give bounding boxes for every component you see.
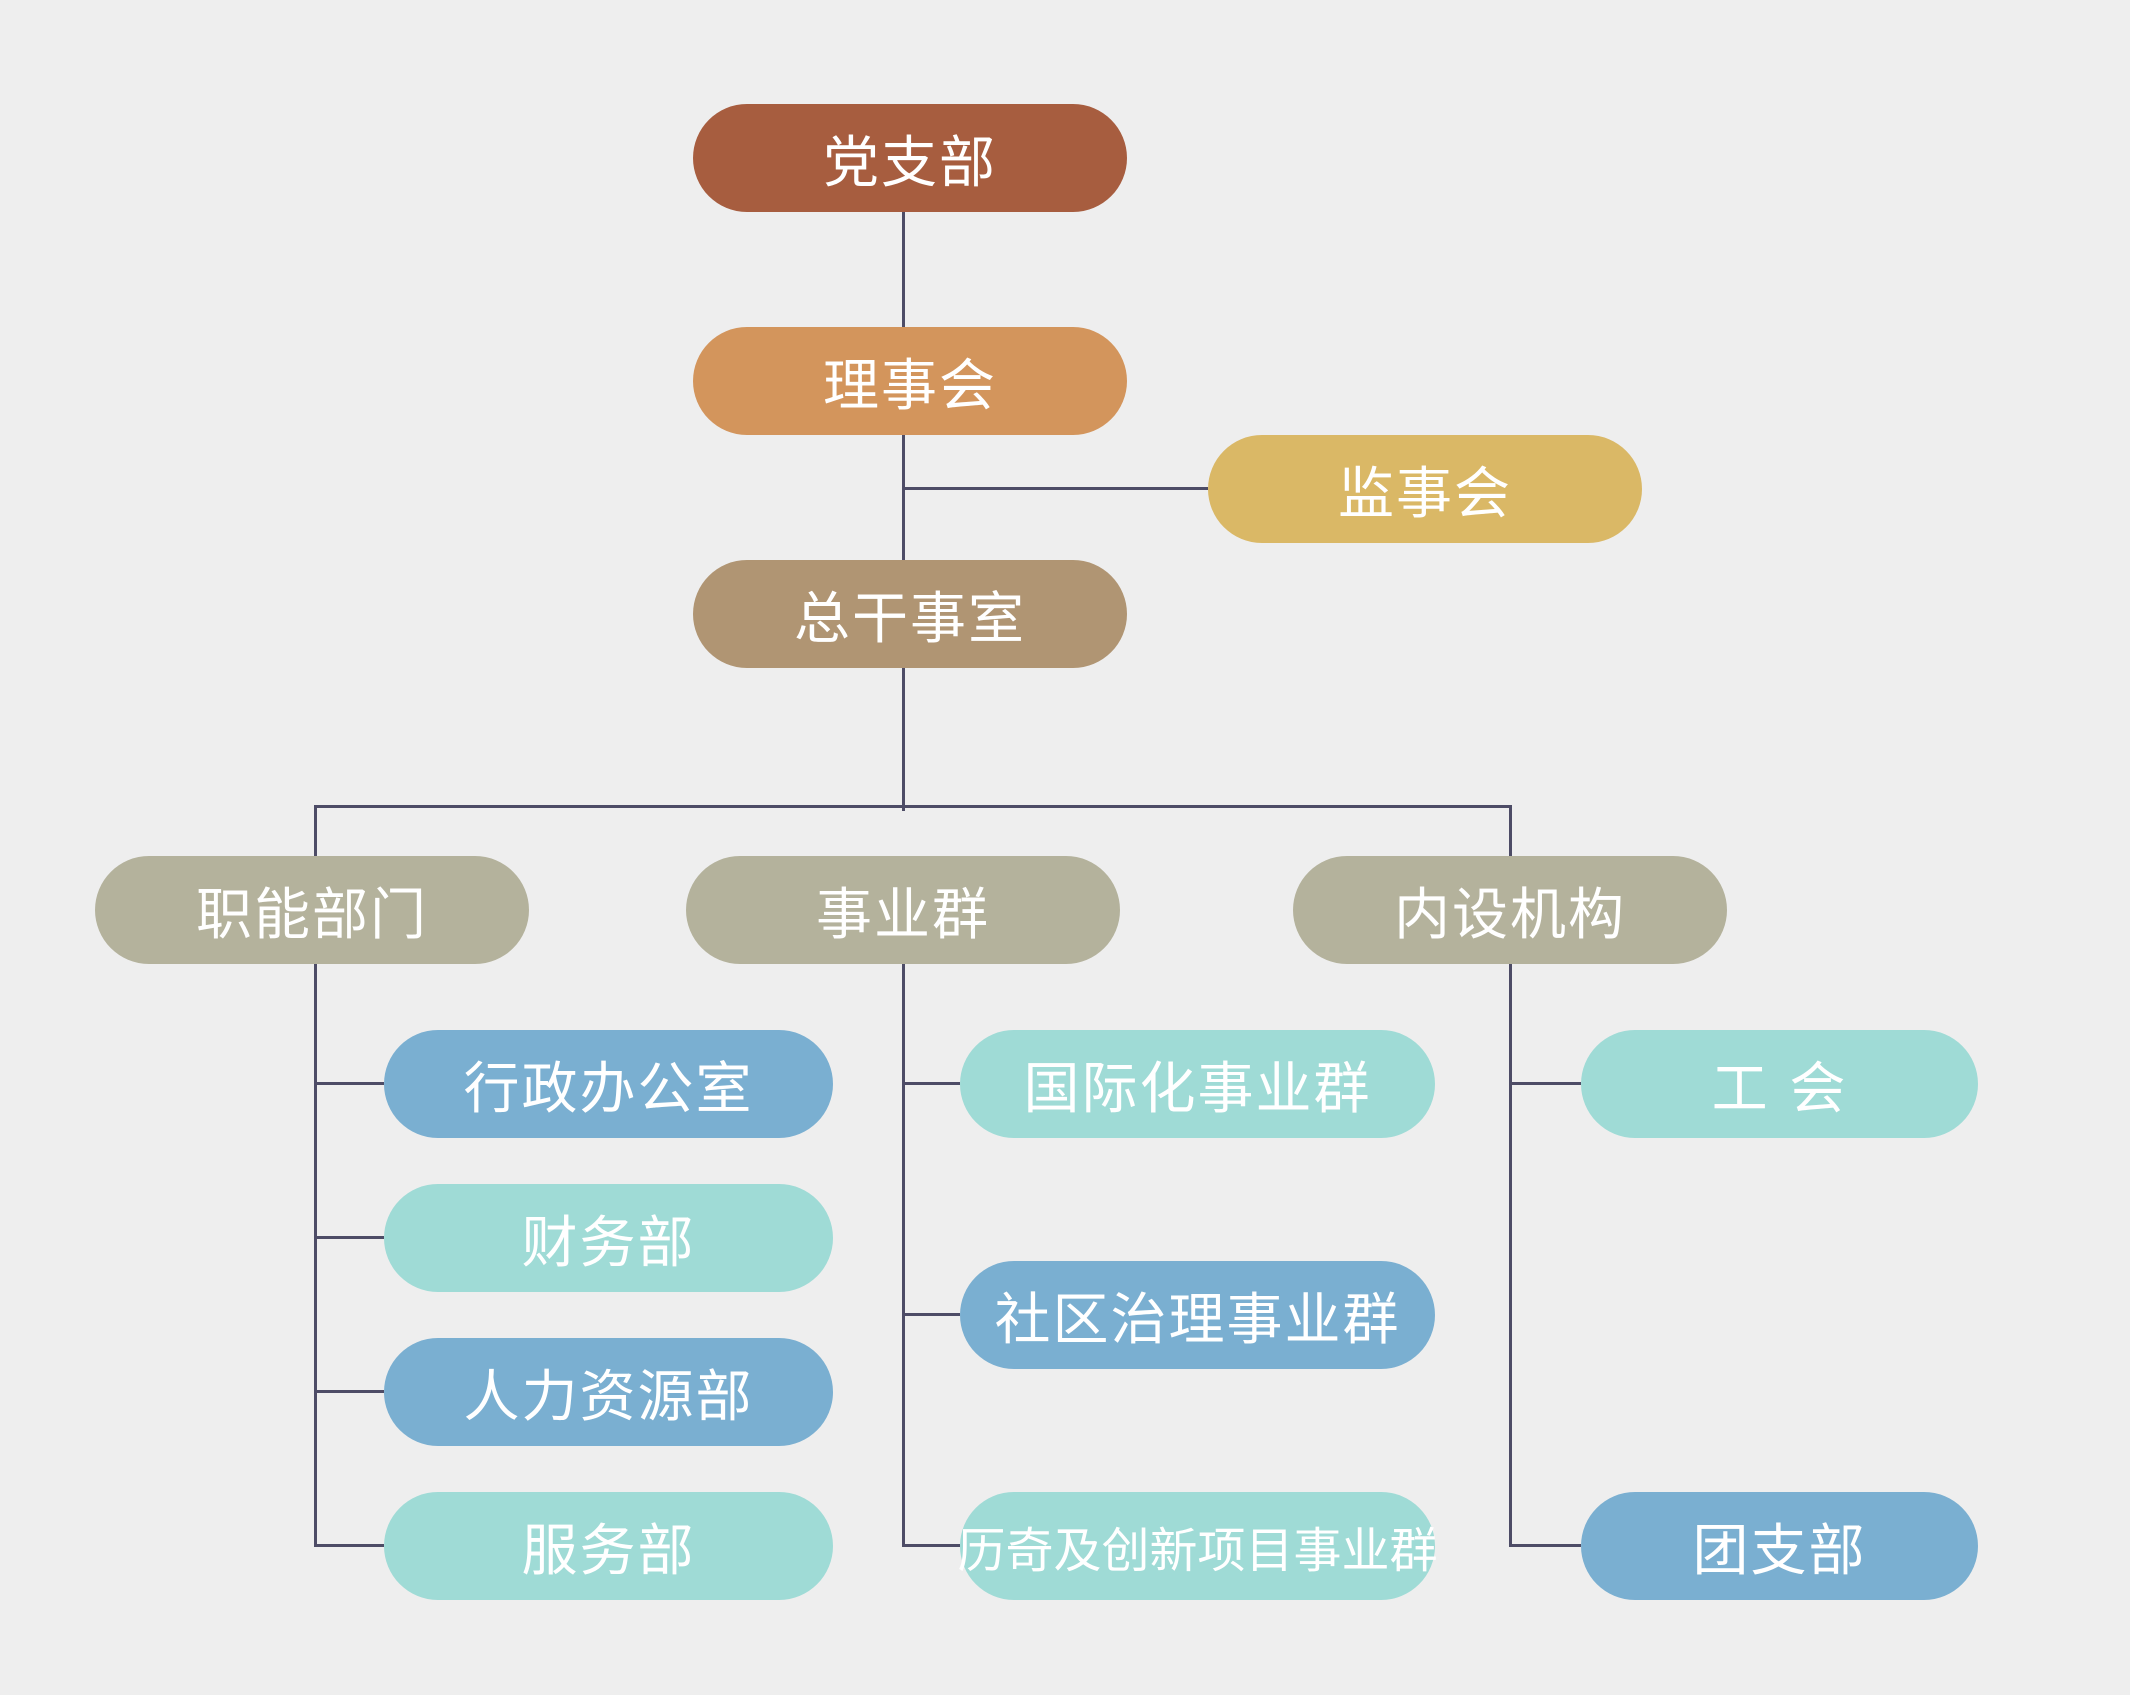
party-branch-node: 党支部 (693, 104, 1127, 212)
service-node: 服务部 (384, 1492, 833, 1600)
connector-line (1509, 1082, 1581, 1085)
finance-label: 财务部 (521, 1210, 696, 1276)
secretariat-node: 总干事室 (693, 560, 1127, 668)
functional-depts-node: 职能部门 (95, 856, 529, 964)
connector-line (903, 487, 1208, 490)
international-label: 国际化事业群 (1023, 1056, 1372, 1122)
business-groups-label: 事业群 (816, 882, 990, 948)
community-label: 社区治理事业群 (994, 1287, 1401, 1353)
functional-depts-label: 职能部门 (196, 882, 428, 948)
connector-line (314, 1544, 384, 1547)
connector-line (902, 1313, 960, 1316)
hr-node: 人力资源部 (384, 1338, 833, 1446)
connector-line (902, 211, 905, 811)
connector-line (1509, 961, 1512, 1547)
connector-line (902, 1082, 960, 1085)
connector-line (314, 961, 317, 1547)
community-node: 社区治理事业群 (960, 1261, 1435, 1369)
council-label: 理事会 (823, 353, 997, 419)
admin-office-label: 行政办公室 (463, 1056, 754, 1122)
youth-league-node: 团支部 (1581, 1492, 1978, 1600)
connector-line (314, 805, 317, 857)
finance-node: 财务部 (384, 1184, 833, 1292)
admin-office-node: 行政办公室 (384, 1030, 833, 1138)
internal-orgs-node: 内设机构 (1293, 856, 1727, 964)
party-branch-label: 党支部 (823, 130, 997, 196)
connector-line (314, 805, 1512, 808)
secretariat-label: 总干事室 (794, 586, 1026, 652)
supervisory-board-node: 监事会 (1208, 435, 1642, 543)
service-label: 服务部 (521, 1518, 696, 1584)
hr-label: 人力资源部 (463, 1364, 754, 1430)
connector-line (314, 1236, 384, 1239)
connector-line (314, 1082, 384, 1085)
union-label: 工 会 (1711, 1056, 1848, 1122)
innovation-node: 历奇及创新项目事业群 (957, 1492, 1438, 1600)
connector-line (902, 1544, 960, 1547)
innovation-label: 历奇及创新项目事业群 (957, 1523, 1438, 1579)
business-groups-node: 事业群 (686, 856, 1120, 964)
connector-line (1509, 1544, 1581, 1547)
connector-line (902, 961, 905, 1547)
council-node: 理事会 (693, 327, 1127, 435)
youth-league-label: 团支部 (1692, 1518, 1867, 1584)
connector-line (1509, 805, 1512, 857)
international-node: 国际化事业群 (960, 1030, 1435, 1138)
union-node: 工 会 (1581, 1030, 1978, 1138)
connector-line (314, 1390, 384, 1393)
internal-orgs-label: 内设机构 (1394, 882, 1626, 948)
supervisory-board-label: 监事会 (1338, 461, 1512, 527)
